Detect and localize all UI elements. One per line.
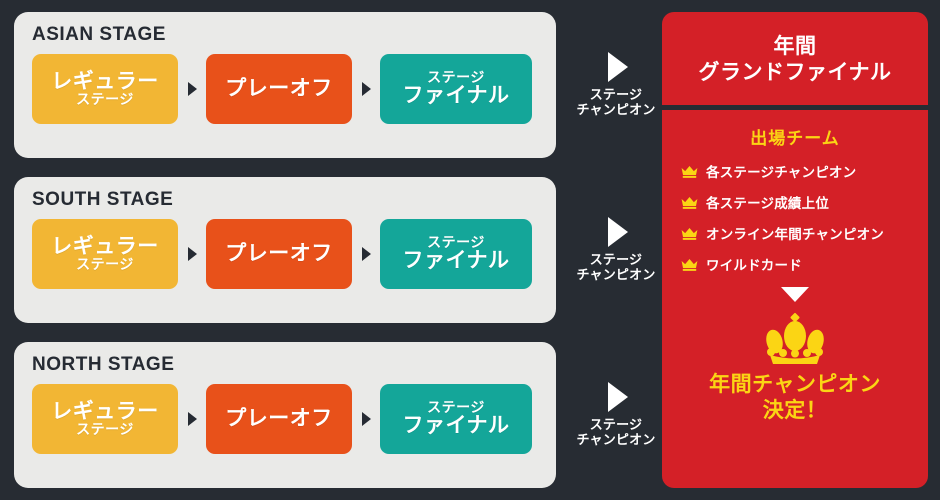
entry-teams-title: 出場チーム bbox=[750, 129, 840, 150]
triangle-right-icon bbox=[608, 51, 628, 82]
connector-label-line2: チャンピオン bbox=[576, 268, 656, 283]
stage-step-playoff: プレーオフ bbox=[206, 384, 352, 454]
entry-teams-list: 各ステージチャンピオン 各ステージ成績上位 オンライン年間チャンピオン bbox=[676, 161, 914, 285]
crown-icon bbox=[681, 196, 698, 209]
champion-line1: 年間チャンピオン bbox=[709, 372, 881, 397]
connector-label: ステージ チャンピオン bbox=[576, 88, 655, 119]
step-arrow bbox=[178, 412, 206, 426]
champion-line2: 決定！ bbox=[762, 397, 828, 422]
stage-step-final: ステージ ファイナル bbox=[380, 54, 532, 124]
crown-large-icon bbox=[766, 313, 824, 365]
connector-label-line2: チャンピオン bbox=[576, 103, 656, 118]
list-item: 各ステージチャンピオン bbox=[680, 161, 914, 181]
stage-step-final: ステージ ファイナル bbox=[380, 219, 532, 289]
stage-flow: レギュラー ステージ プレーオフ ステージ ファイナル bbox=[32, 54, 540, 124]
list-item-label: 各ステージチャンピオン bbox=[706, 165, 857, 182]
stage-flow: レギュラー ステージ プレーオフ ステージ ファイナル bbox=[32, 384, 540, 454]
stage-step-regular: レギュラー ステージ bbox=[32, 219, 178, 289]
triangle-right-icon bbox=[608, 381, 628, 412]
connectors-column: ステージ チャンピオン ステージ チャンピオン ステージ チャンピオン bbox=[570, 0, 662, 500]
stage-champion-connector: ステージ チャンピオン bbox=[570, 12, 662, 158]
stage-card: NORTH STAGE レギュラー ステージ プレーオフ ステージ ファイナル bbox=[14, 342, 556, 488]
connector-label: ステージ チャンピオン bbox=[576, 253, 655, 284]
stage-flow: レギュラー ステージ プレーオフ ステージ ファイナル bbox=[32, 219, 540, 289]
triangle-right-icon bbox=[187, 82, 197, 96]
grand-final-header: 年間 グランドファイナル bbox=[662, 12, 928, 106]
connector-label-line2: チャンピオン bbox=[576, 433, 656, 448]
stage-champion-connector: ステージ チャンピオン bbox=[570, 342, 662, 488]
triangle-right-icon bbox=[187, 247, 197, 261]
stage-card: ASIAN STAGE レギュラー ステージ プレーオフ ステージ ファイナル bbox=[14, 12, 556, 158]
grand-final-header-line1: 年間 bbox=[773, 34, 817, 58]
stage-step-line1: ステージ bbox=[427, 69, 485, 86]
stage-step-line2: ステージ bbox=[76, 91, 134, 108]
stage-step-line1: プレーオフ bbox=[225, 406, 333, 431]
crown-icon bbox=[681, 258, 698, 271]
crown-icon bbox=[681, 227, 698, 240]
list-item: オンライン年間チャンピオン bbox=[680, 223, 914, 243]
grand-final-header-line2: グランドファイナル bbox=[698, 59, 892, 84]
stage-step-line1: ステージ bbox=[427, 234, 485, 251]
connector-label-line1: ステージ bbox=[589, 87, 643, 103]
connector-label-line1: ステージ bbox=[589, 417, 643, 433]
stage-title: ASIAN STAGE bbox=[32, 24, 166, 45]
connector-label: ステージ チャンピオン bbox=[576, 418, 655, 449]
stage-step-line2: ステージ bbox=[76, 256, 134, 273]
stage-card: SOUTH STAGE レギュラー ステージ プレーオフ ステージ ファイナル bbox=[14, 177, 556, 323]
stage-step-line1: レギュラー bbox=[51, 398, 159, 423]
step-arrow bbox=[178, 247, 206, 261]
stage-step-final: ステージ ファイナル bbox=[380, 384, 532, 454]
stage-step-playoff: プレーオフ bbox=[206, 219, 352, 289]
triangle-right-icon bbox=[361, 412, 371, 426]
header-divider bbox=[662, 105, 928, 111]
stage-step-line2: ステージ bbox=[76, 421, 134, 438]
grand-final-body: 出場チーム 各ステージチャンピオン 各ステージ成績上位 bbox=[662, 110, 928, 488]
stage-step-regular: レギュラー ステージ bbox=[32, 54, 178, 124]
list-item-label: オンライン年間チャンピオン bbox=[706, 227, 884, 244]
stages-column: ASIAN STAGE レギュラー ステージ プレーオフ ステージ ファイナル bbox=[14, 12, 556, 488]
stage-step-playoff: プレーオフ bbox=[206, 54, 352, 124]
stage-champion-connector: ステージ チャンピオン bbox=[570, 177, 662, 323]
step-arrow bbox=[352, 247, 380, 261]
connector-label-line1: ステージ bbox=[589, 252, 643, 268]
list-item: ワイルドカード bbox=[680, 254, 914, 274]
champion-decision-text: 年間チャンピオン 決定！ bbox=[709, 372, 881, 423]
list-item-label: 各ステージ成績上位 bbox=[706, 196, 830, 213]
list-item: 各ステージ成績上位 bbox=[680, 192, 914, 212]
stage-step-line1: レギュラー bbox=[51, 233, 159, 258]
stage-step-line1: レギュラー bbox=[51, 68, 159, 93]
stage-step-line1: プレーオフ bbox=[225, 241, 333, 266]
stage-step-line1: ステージ bbox=[427, 399, 485, 416]
step-arrow bbox=[178, 82, 206, 96]
triangle-right-icon bbox=[187, 412, 197, 426]
stage-title: SOUTH STAGE bbox=[32, 189, 174, 210]
stage-step-line1: プレーオフ bbox=[225, 76, 333, 101]
triangle-right-icon bbox=[361, 247, 371, 261]
stage-title: NORTH STAGE bbox=[32, 354, 175, 375]
step-arrow bbox=[352, 412, 380, 426]
crown-icon bbox=[681, 165, 698, 178]
grand-final-panel: 年間 グランドファイナル 出場チーム 各ステージチャンピオン bbox=[662, 0, 940, 500]
stage-step-line2: ファイナル bbox=[402, 413, 510, 438]
stage-step-line2: ファイナル bbox=[402, 248, 510, 273]
step-arrow bbox=[352, 82, 380, 96]
stage-step-line2: ファイナル bbox=[402, 83, 510, 108]
triangle-down-icon bbox=[781, 287, 809, 303]
stage-step-regular: レギュラー ステージ bbox=[32, 384, 178, 454]
triangle-right-icon bbox=[608, 216, 628, 247]
list-item-label: ワイルドカード bbox=[706, 258, 802, 275]
triangle-right-icon bbox=[361, 82, 371, 96]
